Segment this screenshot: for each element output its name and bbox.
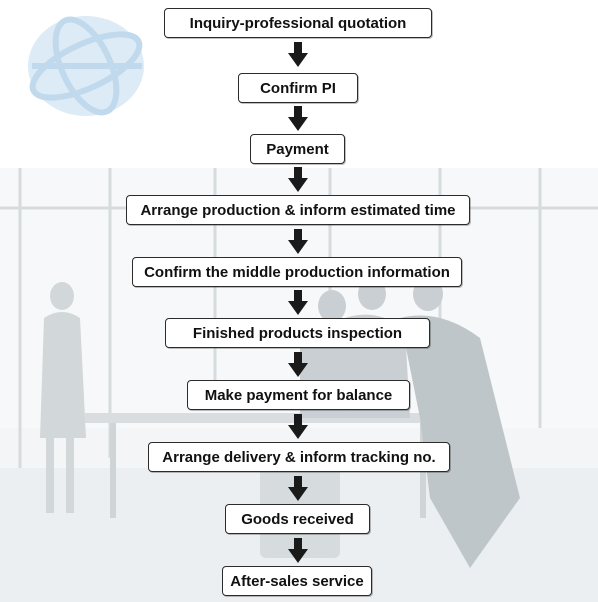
step-label: Arrange delivery & inform tracking no. <box>162 448 436 466</box>
step-arrange-delivery-box: Arrange delivery & inform tracking no. <box>148 442 450 472</box>
step-after-sales-box: After-sales service <box>222 566 372 596</box>
down-arrow-icon <box>288 538 308 563</box>
step-label: After-sales service <box>230 572 364 590</box>
globe-icon <box>28 16 144 116</box>
step-confirm-middle-production-box: Confirm the middle production informatio… <box>132 257 462 287</box>
down-arrow-icon <box>288 414 308 439</box>
down-arrow-icon <box>288 352 308 377</box>
step-label: Arrange production & inform estimated ti… <box>140 201 456 219</box>
step-payment-box: Payment <box>250 134 345 164</box>
step-balance-payment-box: Make payment for balance <box>187 380 410 410</box>
down-arrow-icon <box>288 106 308 131</box>
step-label: Payment <box>266 140 329 158</box>
down-arrow-icon <box>288 42 308 67</box>
step-label: Goods received <box>241 510 354 528</box>
step-arrange-production-box: Arrange production & inform estimated ti… <box>126 195 470 225</box>
down-arrow-icon <box>288 167 308 192</box>
step-label: Make payment for balance <box>204 386 393 404</box>
step-confirm-pi-box: Confirm PI <box>238 73 358 103</box>
down-arrow-icon <box>288 290 308 315</box>
down-arrow-icon <box>288 476 308 501</box>
step-inquiry-quotation-box: Inquiry-professional quotation <box>164 8 432 38</box>
step-label: Confirm the middle production informatio… <box>144 263 450 281</box>
step-finished-inspection-box: Finished products inspection <box>165 318 430 348</box>
step-label: Confirm PI <box>260 79 336 97</box>
step-label: Finished products inspection <box>192 324 403 342</box>
step-goods-received-box: Goods received <box>225 504 370 534</box>
step-label: Inquiry-professional quotation <box>189 14 407 32</box>
down-arrow-icon <box>288 229 308 254</box>
